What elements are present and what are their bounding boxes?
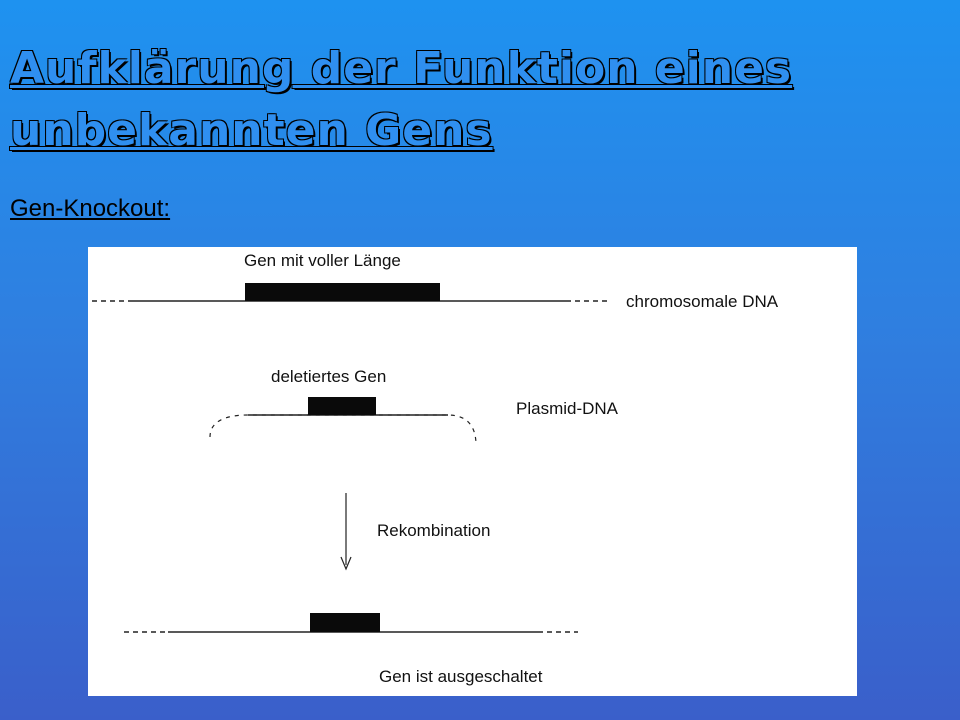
label-gene-switched-off: Gen ist ausgeschaltet	[379, 667, 543, 686]
label-full-gene: Gen mit voller Länge	[244, 251, 401, 270]
deleted-gene-block	[308, 397, 376, 415]
gene-knockout-diagram: Gen mit voller Länge chromosomale DNA de…	[92, 251, 779, 686]
knocked-out-gene-block	[310, 613, 380, 632]
label-chromosomal-dna: chromosomale DNA	[626, 292, 779, 311]
recombination-arrowhead	[340, 556, 352, 571]
title-line-1: Aufklärung der Funktion eines	[10, 43, 793, 94]
slide-subtitle: Gen-Knockout:	[10, 195, 171, 222]
gene-knockout-figure: Gen mit voller Länge chromosomale DNA de…	[88, 247, 857, 696]
title-line-2: unbekannten Gens	[10, 105, 493, 156]
full-length-gene-block	[245, 283, 440, 301]
label-deleted-gene: deletiertes Gen	[271, 367, 386, 386]
label-recombination: Rekombination	[377, 521, 490, 540]
plasmid-dashed-arc	[209, 414, 477, 446]
slide-title: Aufklärung der Funktion eines unbekannte…	[10, 38, 910, 162]
label-plasmid-dna: Plasmid-DNA	[516, 399, 619, 418]
